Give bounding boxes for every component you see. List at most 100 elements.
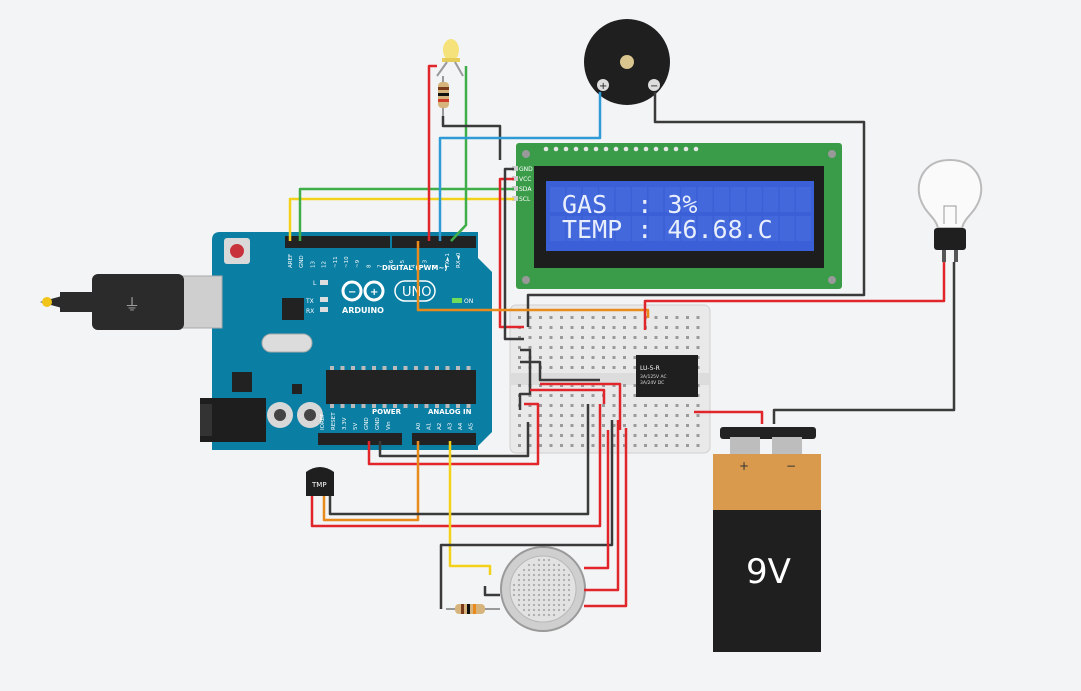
wire-gas-red-1 — [584, 430, 610, 570]
gas-resistor[interactable] — [446, 604, 500, 614]
digital-header-left[interactable] — [285, 236, 390, 248]
wire-tmp-black — [328, 404, 590, 516]
digital-pin-label: 12 — [322, 261, 328, 268]
power-pin-label: Vin — [386, 421, 392, 430]
wire-vcc-red — [498, 177, 524, 329]
power-pin-label: RESET — [331, 412, 337, 430]
analog-pin-label: A1 — [427, 423, 433, 430]
wires[interactable] — [288, 64, 956, 609]
wire-5v-red — [367, 402, 540, 466]
power-led — [452, 298, 462, 303]
usb-icon: ⏚ — [124, 295, 140, 314]
arduino-logo: − + ARDUINO UNO — [341, 280, 436, 315]
led-resistor[interactable] — [438, 76, 449, 116]
power-pin-label: GND — [375, 417, 381, 430]
atmega-chip — [326, 370, 476, 404]
digital-pin-label: ~6 — [389, 259, 395, 268]
wire-sda-green — [298, 187, 514, 241]
battery-plus: + — [739, 459, 749, 473]
wire-gas-red-3 — [584, 428, 628, 608]
wire-tmp-red — [310, 404, 602, 528]
battery-minus: − — [786, 459, 796, 473]
wire-bulb-black — [772, 262, 956, 424]
relay-model: LU-5-R — [640, 365, 660, 372]
lcd-pin-label: SDA — [519, 186, 532, 193]
digital-pin-label: AREF — [288, 254, 294, 268]
arduino-uno-board[interactable]: L TX RX ON − + ARDUINO UNO DIGITAL (PWM~… — [181, 232, 492, 450]
digital-header-right[interactable] — [392, 236, 476, 248]
voltage-regulator — [232, 372, 252, 392]
digital-pin-label: ~3 — [422, 259, 428, 268]
relay-spec-1: 3A/125V AC — [640, 374, 667, 380]
wire-gnd-power-black — [378, 422, 530, 458]
wire-tmp-orange — [322, 441, 420, 522]
digital-pin-label: TX►1 — [445, 253, 451, 269]
yellow-led[interactable] — [436, 39, 464, 77]
wire-buzzer-black — [526, 92, 866, 327]
svg-text:+: + — [370, 287, 378, 298]
battery-9v[interactable]: + − 9V — [713, 427, 821, 652]
analog-pin-label: A4 — [458, 422, 464, 430]
tmp-sensor[interactable]: TMP — [306, 467, 334, 496]
lcd-line-1: GAS : 3% — [562, 190, 697, 219]
wire-gnd-black — [503, 167, 524, 341]
digital-pin-label: 4 — [411, 264, 417, 268]
relay-module[interactable]: LU-5-R 3A/125V AC 3A/24V DC — [636, 355, 698, 397]
relay-spec-2: 3A/24V DC — [640, 380, 664, 386]
lcd-line-2: TEMP : 46.68.C — [562, 215, 773, 244]
gas-sensor[interactable] — [500, 546, 586, 632]
wire-led-red — [427, 64, 437, 241]
usb-port[interactable] — [181, 275, 223, 329]
wire-battery-red — [694, 410, 764, 424]
on-label: ON — [464, 298, 473, 305]
digital-label: DIGITAL (PWM~) — [382, 264, 447, 272]
wire-buzzer-blue — [438, 92, 602, 241]
wire-relay-red — [643, 262, 946, 330]
power-header[interactable] — [318, 433, 402, 445]
digital-pin-label: 13 — [310, 261, 316, 268]
power-pin-label: GND — [364, 417, 370, 430]
brand-label: ARDUINO — [342, 306, 384, 315]
crystal-oscillator — [261, 333, 313, 353]
analog-pin-labels: A0 A1 A2 A3 A4 A5 — [416, 422, 475, 430]
power-label: POWER — [372, 408, 402, 416]
digital-pin-label: GND — [299, 255, 305, 268]
lcd-pin-label: GND — [519, 166, 533, 173]
tmp-label: TMP — [311, 481, 327, 489]
battery-label: 9V — [746, 552, 791, 592]
analog-header[interactable] — [412, 433, 476, 445]
digital-pin-label: 8 — [366, 264, 372, 268]
wire-gas-red-2 — [584, 420, 620, 592]
digital-pin-label: ~10 — [344, 256, 350, 268]
buzzer-minus: − — [650, 81, 658, 92]
wire-gas-black — [483, 586, 500, 597]
analog-pin-label: A2 — [437, 423, 443, 430]
led-rx-label: RX — [306, 308, 314, 315]
model-label: UNO — [402, 285, 431, 300]
digital-pin-label: ~5 — [400, 259, 406, 268]
wire-gas-yellow — [448, 441, 492, 575]
analog-pin-label: A5 — [469, 422, 475, 430]
piezo-buzzer[interactable]: + − — [584, 19, 670, 105]
analog-pin-label: A0 — [416, 422, 422, 430]
power-pin-label: IOREF — [320, 414, 326, 430]
digital-pin-label: RX◄0 — [456, 252, 462, 268]
led-tx-label: TX — [305, 298, 314, 305]
digital-pin-label: ~11 — [333, 256, 339, 268]
usb-cable[interactable]: ⏚ — [40, 274, 184, 330]
analog-pin-label: A3 — [448, 422, 454, 430]
wire-orange — [416, 241, 650, 318]
led-l-label: L — [313, 280, 317, 287]
lcd-pin-label: SCL — [519, 196, 531, 203]
svg-text:−: − — [348, 287, 356, 298]
digital-pin-label: 7 — [378, 264, 384, 268]
wire-resistor-black — [441, 116, 502, 160]
power-pin-label: 3.3V — [342, 417, 348, 430]
usb-controller-chip — [282, 298, 304, 320]
light-bulb[interactable] — [917, 158, 983, 262]
